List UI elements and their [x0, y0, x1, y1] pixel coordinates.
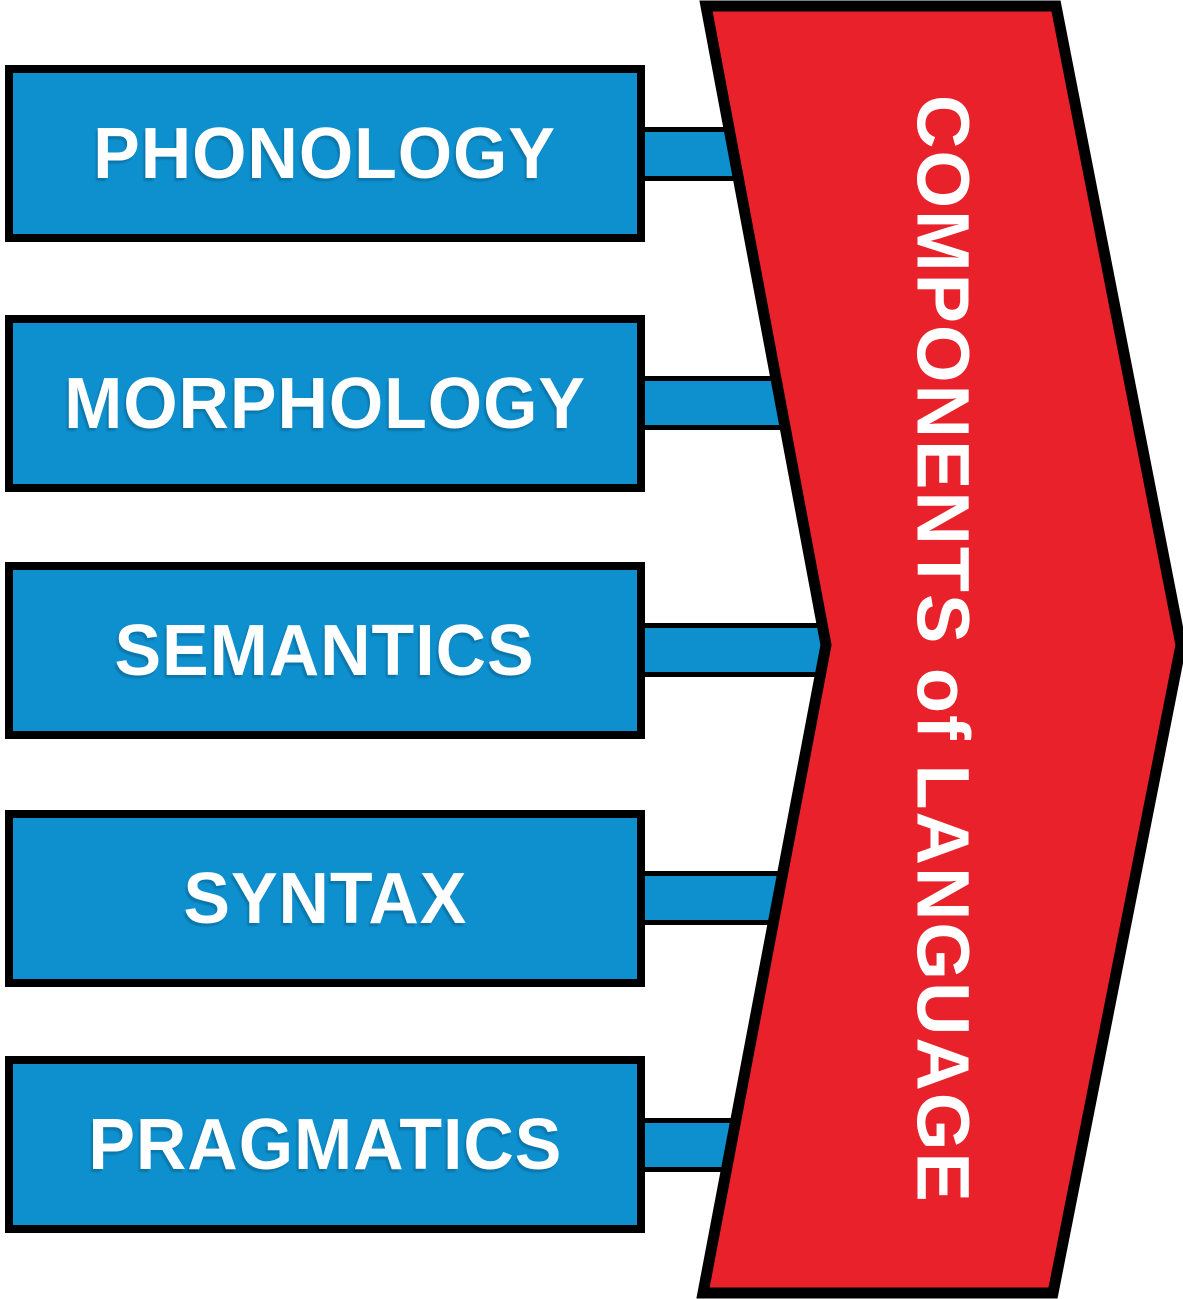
connector-semantics — [637, 623, 830, 677]
component-box-morphology: MORPHOLOGY — [5, 315, 645, 492]
component-label-syntax: SYNTAX — [183, 858, 467, 939]
component-label-pragmatics: PRAGMATICS — [88, 1104, 562, 1185]
component-box-semantics: SEMANTICS — [5, 562, 645, 739]
connector-phonology — [637, 127, 742, 181]
component-box-phonology: PHONOLOGY — [5, 65, 645, 242]
connector-morphology — [637, 376, 789, 430]
component-box-syntax: SYNTAX — [5, 810, 645, 987]
component-label-semantics: SEMANTICS — [114, 610, 536, 691]
banner-chevron-shape — [696, 0, 1183, 1299]
connector-pragmatics — [637, 1118, 737, 1172]
component-box-pragmatics: PRAGMATICS — [5, 1056, 645, 1233]
component-label-morphology: MORPHOLOGY — [64, 363, 586, 444]
component-label-phonology: PHONOLOGY — [93, 113, 557, 194]
connector-syntax — [637, 871, 785, 925]
